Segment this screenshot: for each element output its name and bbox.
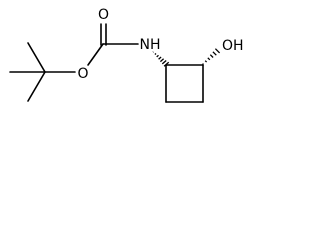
ester-oxygen-label: O [77,66,88,82]
hydroxyl-label: OH [222,38,244,54]
carbonyl-oxygen-label: O [98,7,109,23]
hashed-wedge-bond-hydroxyl [202,48,221,65]
bond-tbu-methyl-top [27,42,46,73]
structure-diagram: O O NH OH [9,7,244,103]
hashed-wedge-bond-nitrogen [152,51,170,67]
bond-oxygen-to-carbonyl [87,43,104,66]
bond-tbu-methyl-bottom [27,71,46,102]
amine-label: NH [140,37,161,53]
